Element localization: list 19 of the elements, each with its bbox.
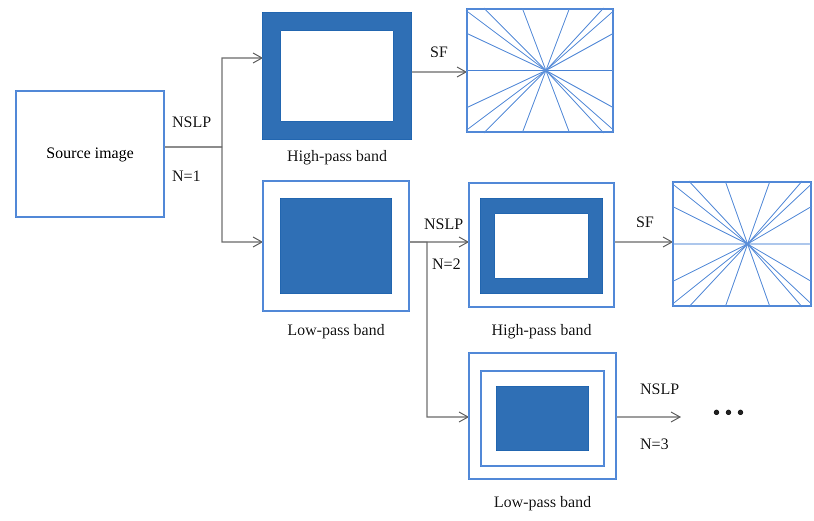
caption-text: Low-pass band (287, 322, 385, 340)
arrow (165, 146, 263, 248)
step-label: N=1 (172, 168, 201, 186)
arrow (410, 241, 469, 423)
caption-text: Low-pass band (494, 494, 592, 512)
arrow (615, 236, 673, 248)
arrow (412, 66, 467, 78)
edge-label: SF (430, 44, 448, 62)
source-image-box: Source image (15, 90, 165, 218)
caption-text: High-pass band (492, 322, 592, 340)
step-label: N=3 (640, 436, 669, 454)
step-label: N=2 (432, 256, 461, 274)
step-label: NSLP (172, 114, 212, 132)
step-label: NSLP (424, 216, 464, 234)
arrow (617, 411, 681, 423)
edge-label: SF (636, 214, 654, 232)
step-label: NSLP (640, 381, 680, 399)
ellipsis: • • • (713, 402, 744, 425)
caption-text: High-pass band (287, 148, 387, 166)
